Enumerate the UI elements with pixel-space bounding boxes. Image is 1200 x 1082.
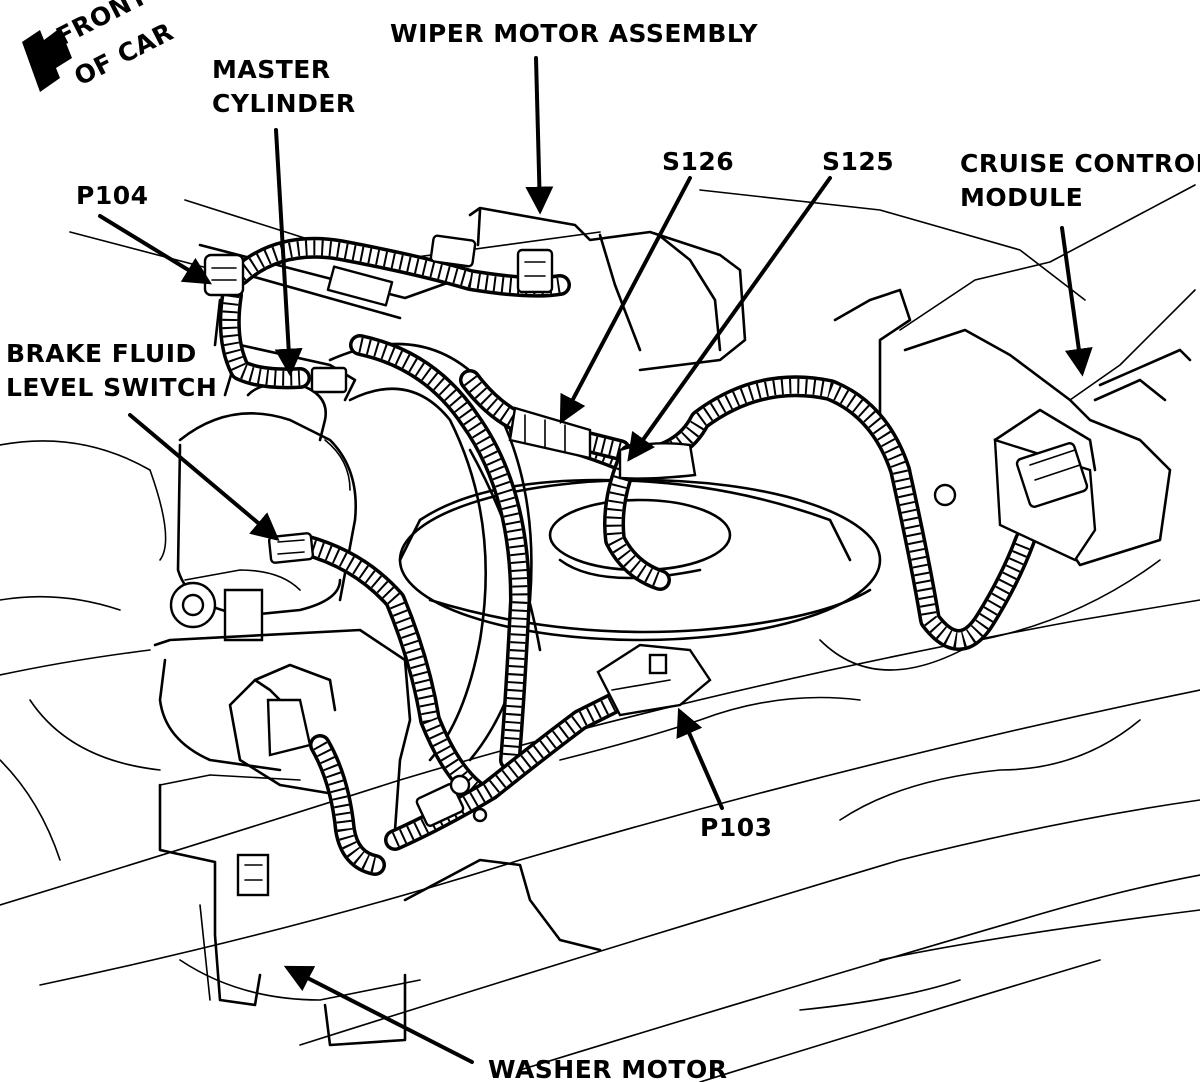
brake-fluid-switch-connector [267,532,315,564]
s126-label: S126 [662,147,734,176]
washer-motor-label: WASHER MOTOR [488,1055,727,1082]
wiper-motor-label: WIPER MOTOR ASSEMBLY [390,19,758,48]
p103-connector [596,643,712,717]
brake-switch-label-1: BRAKE FLUID [6,339,197,368]
front-of-car-indicator: FRONT OF CAR [22,0,178,92]
arrow-brake-switch [128,413,280,542]
wiring-harnesses [218,236,1036,876]
p104-connector [203,253,245,297]
cruise-control-label-1: CRUISE CONTROL [960,149,1200,178]
leader-arrows [98,56,1093,1064]
callout-labels: WIPER MOTOR ASSEMBLY MASTER CYLINDER P10… [6,19,1200,1082]
master-cylinder-label-2: CYLINDER [212,89,356,118]
arrow-p103 [676,707,724,810]
master-cylinder [169,343,357,642]
p103-label: P103 [700,813,773,842]
cruise-control-label-2: MODULE [960,183,1083,212]
connectors [203,234,1097,827]
arrow-cruise-module [1060,226,1093,377]
arrow-p104 [98,214,212,285]
arrow-wiper-motor [525,56,554,215]
wiper-motor-housing [468,206,1192,567]
arrow-s125 [627,176,832,462]
s125-label: S125 [822,147,894,176]
cruise-control-module [933,438,1097,562]
master-cylinder-label-1: MASTER [212,55,331,84]
direction-arrow-icon [22,28,72,92]
body-contours [0,184,1200,1082]
washer-reservoir [153,628,602,1047]
arrow-s126 [559,176,692,425]
arrow-washer-motor [283,965,474,1064]
p104-label: P104 [76,181,149,210]
brake-switch-label-2: LEVEL SWITCH [6,373,217,402]
arrow-master-cylinder [274,128,303,377]
